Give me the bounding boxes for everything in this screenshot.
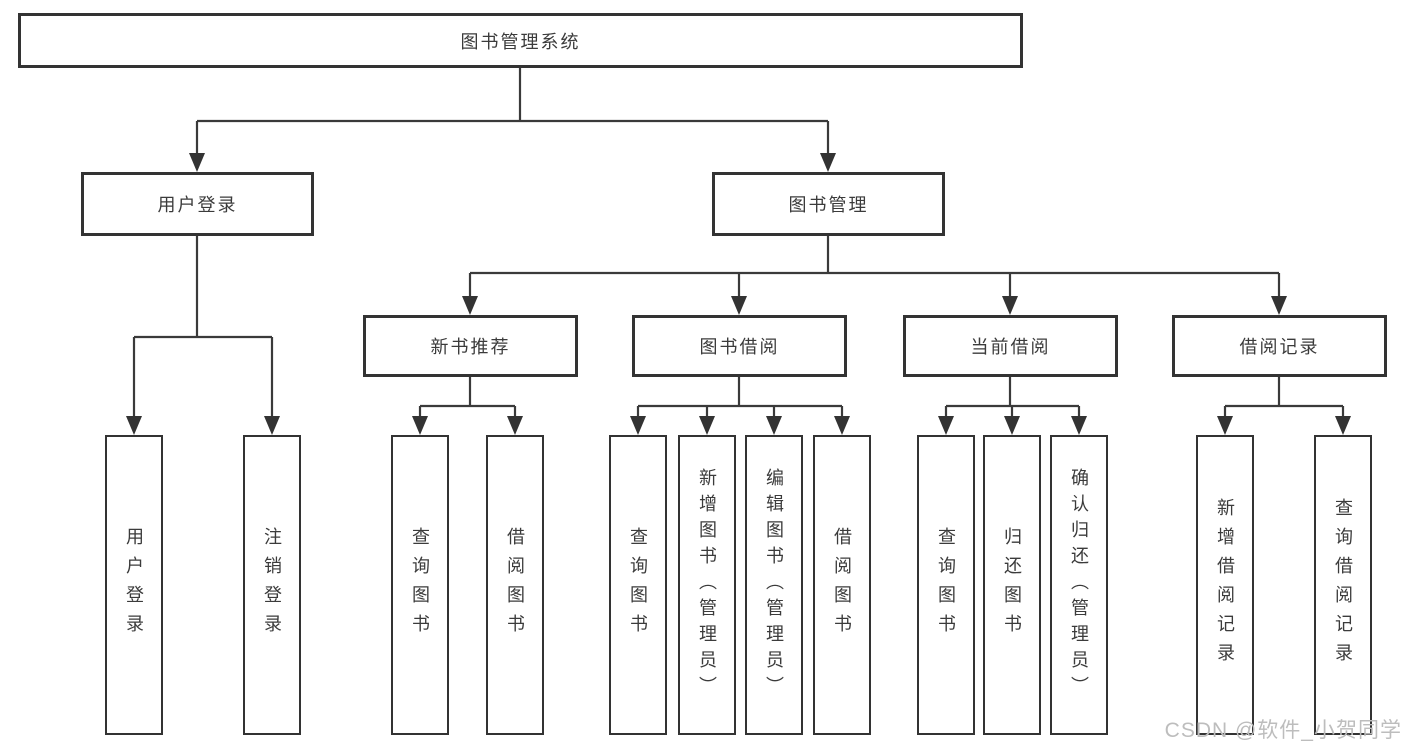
node-user-login-module: 用户登录 [81,172,314,236]
leaf-label: 新增图书（管理员） [697,468,717,702]
leaf-add-borrow-record: 新增借阅记录 [1196,435,1254,735]
leaf-confirm-return-admin: 确认归还（管理员） [1050,435,1108,735]
leaf-label: 归还图书 [1002,527,1022,643]
leaf-query-borrow-record: 查询借阅记录 [1314,435,1372,735]
node-borrowing-records: 借阅记录 [1172,315,1387,377]
node-label: 图书借阅 [699,337,780,357]
leaf-label: 查询图书 [410,527,430,643]
node-book-borrowing: 图书借阅 [632,315,847,377]
leaf-borrow-books-recommend: 借阅图书 [486,435,544,735]
arrowheads [126,153,1351,435]
node-current-borrowing: 当前借阅 [903,315,1118,377]
leaf-return-books: 归还图书 [983,435,1041,735]
node-label: 用户登录 [157,195,238,215]
leaf-label: 用户登录 [124,527,144,643]
leaf-query-books-current: 查询图书 [917,435,975,735]
node-label: 图书管理 [788,195,869,215]
node-label: 新书推荐 [430,337,511,357]
node-label: 借阅记录 [1239,337,1320,357]
leaf-label: 注销登录 [262,527,282,643]
leaf-query-books-recommend: 查询图书 [391,435,449,735]
leaf-label: 确认归还（管理员） [1069,468,1089,702]
leaf-label: 借阅图书 [832,527,852,643]
node-new-book-recommendation: 新书推荐 [363,315,578,377]
leaf-label: 查询图书 [628,527,648,643]
leaf-label: 查询借阅记录 [1333,498,1353,672]
node-library-management-system: 图书管理系统 [18,13,1023,68]
node-label: 图书管理系统 [460,31,581,52]
leaf-label: 查询图书 [936,527,956,643]
leaf-borrow-books: 借阅图书 [813,435,871,735]
leaf-query-books-borrowing: 查询图书 [609,435,667,735]
leaf-add-books-admin: 新增图书（管理员） [678,435,736,735]
leaf-edit-books-admin: 编辑图书（管理员） [745,435,803,735]
leaf-user-login: 用户登录 [105,435,163,735]
connector-paths [132,68,1345,423]
leaf-logout: 注销登录 [243,435,301,735]
leaf-label: 新增借阅记录 [1215,498,1235,672]
leaf-label: 借阅图书 [505,527,525,643]
node-book-management-module: 图书管理 [712,172,945,236]
leaf-label: 编辑图书（管理员） [764,468,784,702]
node-label: 当前借阅 [970,337,1051,357]
watermark-text: CSDN @软件_小贺同学 [1164,719,1402,742]
